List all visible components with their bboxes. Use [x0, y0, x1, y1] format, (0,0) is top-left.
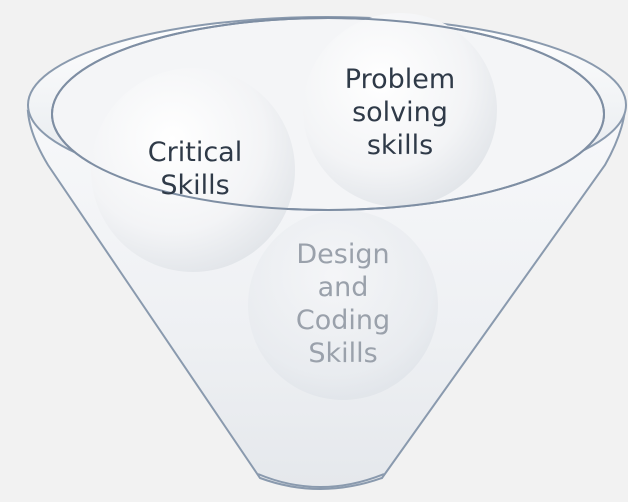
critical-skills-label: Critical Skills — [147, 137, 243, 201]
design-coding-ball — [248, 210, 438, 400]
critical-skills-ball — [91, 68, 295, 272]
funnel-rim-inner-edge — [51, 17, 605, 211]
problem-solving-label: Problem solving skills — [344, 64, 456, 161]
problem-solving-ball — [303, 13, 497, 207]
design-coding-label: Design and Coding Skills — [295, 239, 391, 369]
funnel-bottom — [257, 473, 385, 488]
